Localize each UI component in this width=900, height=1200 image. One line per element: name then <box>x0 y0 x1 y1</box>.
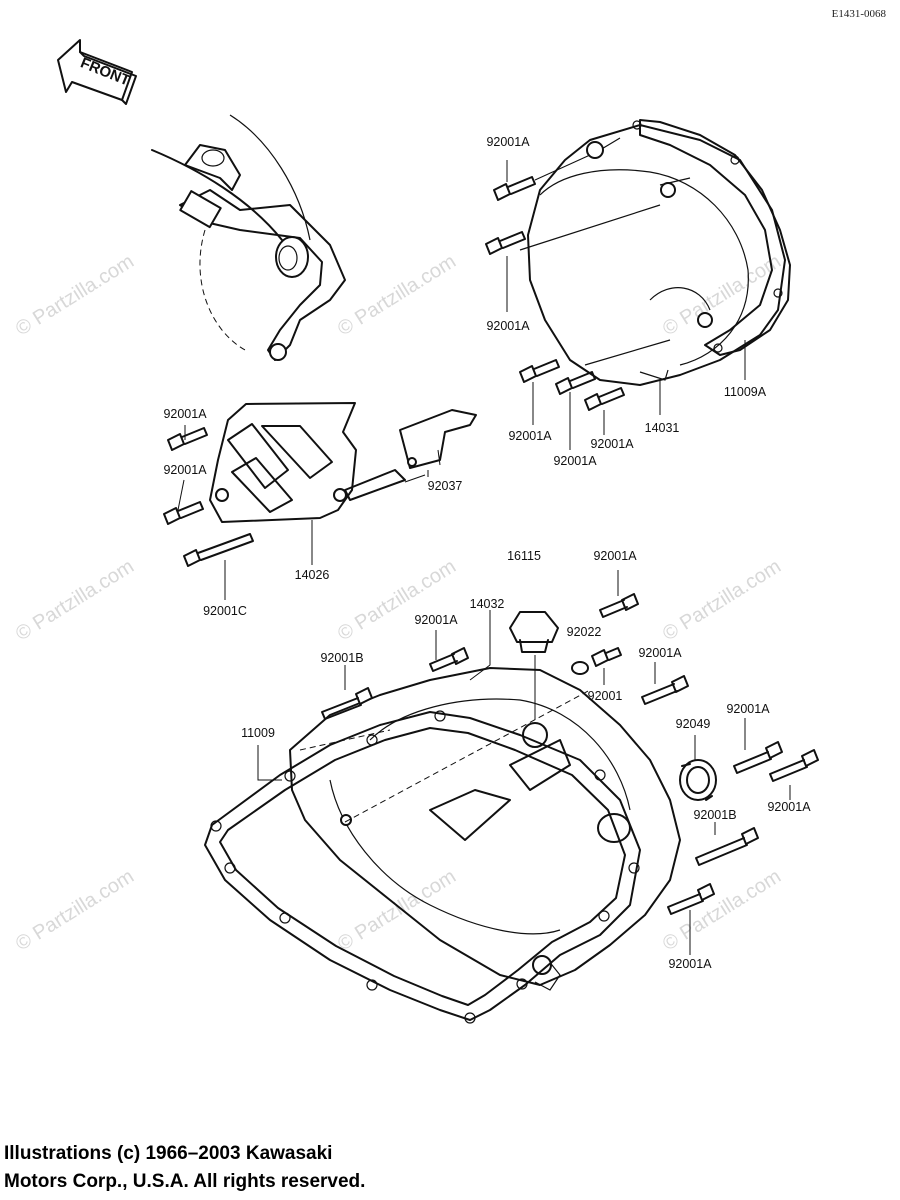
bolt-icon <box>584 387 625 411</box>
part-label: 92001A <box>486 135 530 149</box>
part-label: 92001A <box>590 437 634 451</box>
part-label: 92001A <box>638 646 682 660</box>
front-arrow-icon: FRONT <box>57 39 137 105</box>
bolt-icon <box>429 647 469 672</box>
washer-icon <box>571 661 589 675</box>
bolt-icon <box>163 501 204 525</box>
copyright-line-1: Illustrations (c) 1966–2003 Kawasaki <box>4 1143 333 1164</box>
clutch-cover-lower <box>289 667 681 991</box>
part-label: 14031 <box>644 421 680 435</box>
bolt-icon <box>493 154 591 201</box>
bolt-icon <box>485 231 526 255</box>
bolt-icon <box>733 741 783 774</box>
part-label: 92001C <box>203 604 247 618</box>
bolt-icon <box>667 883 715 915</box>
bolt-icon <box>641 675 689 705</box>
bracket-92037 <box>344 409 477 501</box>
bolt-icon <box>167 427 208 451</box>
part-label: 14026 <box>294 568 330 582</box>
part-label: 14032 <box>469 597 505 611</box>
part-label: 92001A <box>163 407 207 421</box>
part-label: 92001A <box>553 454 597 468</box>
bolt-icon <box>519 359 560 383</box>
part-label: 92001A <box>508 429 552 443</box>
bolt-icon <box>591 647 622 667</box>
long-bolt-icon <box>695 827 759 866</box>
bolt-icon <box>321 687 373 720</box>
part-label: 92001 <box>587 689 623 703</box>
gasket-11009 <box>204 710 641 1024</box>
oil-seal-icon <box>679 759 717 801</box>
part-label: 92001B <box>693 808 737 822</box>
part-label: 92001A <box>593 549 637 563</box>
part-label: 92001A <box>486 319 530 333</box>
part-label: 92037 <box>427 479 463 493</box>
part-label: 92001A <box>726 702 770 716</box>
gasket-11009a <box>632 119 791 356</box>
sprocket-cover <box>209 402 357 523</box>
part-label: 92049 <box>675 717 711 731</box>
center-line <box>299 689 591 823</box>
copyright-line-2: Motors Corp., U.S.A. All rights reserved… <box>4 1171 366 1192</box>
leader-lines <box>177 160 791 955</box>
engine-case-outline <box>151 114 346 361</box>
part-label: 92001A <box>767 800 811 814</box>
bolt-icon <box>599 593 639 618</box>
part-label: 92001A <box>163 463 207 477</box>
part-label: 16115 <box>507 549 541 563</box>
part-label: 11009 <box>241 726 275 740</box>
part-label: 92001A <box>414 613 458 627</box>
part-label: 92001B <box>320 651 364 665</box>
long-bolt-icon <box>183 533 254 567</box>
bolt-icon <box>769 749 819 782</box>
bolt-icon <box>555 371 596 395</box>
copyright-notice: Illustrations (c) 1966–2003 Kawasaki Mot… <box>4 1140 365 1196</box>
filler-cap-icon <box>509 611 559 720</box>
part-label: 92001A <box>668 957 712 971</box>
part-label: 92022 <box>566 625 602 639</box>
diagram-id: E1431-0068 <box>831 8 886 20</box>
part-label: 11009A <box>723 385 767 399</box>
